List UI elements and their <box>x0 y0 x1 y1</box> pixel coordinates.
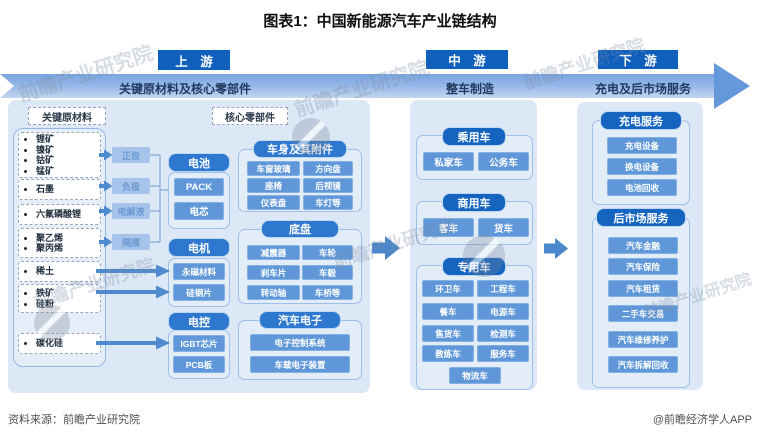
body-item: 车窗玻璃 <box>247 161 300 176</box>
arrow-upstream-to-midstream-icon <box>372 236 400 260</box>
motor-item-steel: 硅钢片 <box>173 284 225 301</box>
raw-group-iron-silicon: 铁矿 硅粉 <box>18 284 101 313</box>
special-item: 物流车 <box>449 367 501 384</box>
raw-item: 石墨 <box>36 184 100 195</box>
intermediate-box-separator: 隔膜 <box>112 234 150 250</box>
commercial-item: 货车 <box>478 218 529 237</box>
stage-chip-upstream: 上 游 <box>158 50 230 70</box>
battery-item-pack: PACK <box>174 178 224 196</box>
battery-header: 电池 <box>168 153 230 172</box>
raw-group-battery-ores: 锂矿 镍矿 钴矿 锰矿 <box>18 132 101 178</box>
charging-item: 充电设备 <box>607 137 677 154</box>
raw-group-graphite: 石墨 <box>18 179 101 200</box>
raw-group-sic: 碳化硅 <box>18 333 101 354</box>
raw-item: 锂矿 <box>36 134 100 145</box>
charging-item: 电池回收 <box>607 179 677 196</box>
chassis-item: 车桥等 <box>302 285 353 300</box>
econtrol-header: 电控 <box>168 312 230 331</box>
raw-item: 铁矿 <box>36 288 100 299</box>
econtrol-item-pcb: PCB板 <box>173 356 225 373</box>
special-item: 教练车 <box>422 345 474 362</box>
raw-item: 稀土 <box>36 266 100 277</box>
source-note: 资料来源：前瞻产业研究院 <box>8 414 140 426</box>
chassis-header: 底盘 <box>261 220 339 238</box>
raw-item-list: 锂矿 镍矿 钴矿 锰矿 <box>19 134 100 176</box>
core-components-label: 核心零部件 <box>212 107 288 125</box>
motor-header: 电机 <box>168 238 230 257</box>
raw-item: 硅粉 <box>36 299 100 310</box>
aftermarket-item: 汽车租赁 <box>608 280 678 297</box>
special-item: 检测车 <box>477 325 529 342</box>
econtrol-item-igbt: IGBT芯片 <box>173 335 225 352</box>
chassis-item: 车毂 <box>302 265 353 280</box>
passenger-item: 公务车 <box>478 152 529 171</box>
intermediate-box-electrolyte: 电解液 <box>112 203 150 219</box>
chassis-item: 刹车片 <box>247 265 300 280</box>
special-item: 电源车 <box>477 303 529 320</box>
special-item: 环卫车 <box>422 280 474 297</box>
commercial-header: 商用车 <box>442 193 506 212</box>
chassis-item: 转动轴 <box>247 285 300 300</box>
body-parts-header: 车身及其附件 <box>253 140 347 158</box>
band-label-midstream: 整车制造 <box>445 82 494 96</box>
body-item: 座椅 <box>247 178 300 193</box>
credit-note: @前瞻经济学人APP <box>652 414 752 426</box>
charging-header: 充电服务 <box>600 111 682 130</box>
band-label-upstream: 关键原材料及核心零部件 <box>118 82 251 96</box>
raw-item: 镍矿 <box>36 145 100 156</box>
electronics-item: 车载电子装置 <box>250 356 350 373</box>
flow-band <box>0 74 716 98</box>
band-label-downstream: 充电及后市场服务 <box>594 82 691 96</box>
raw-materials-label: 关键原材料 <box>28 107 106 125</box>
special-item: 餐车 <box>422 303 474 320</box>
stage-chip-midstream: 中 游 <box>426 50 508 69</box>
charging-item: 换电设备 <box>607 158 677 175</box>
aftermarket-item: 汽车维修养护 <box>608 331 678 348</box>
raw-item: 锰矿 <box>36 166 100 177</box>
intermediate-box-anode: 负极 <box>112 178 150 194</box>
raw-item: 碳化硅 <box>36 338 100 349</box>
commercial-item: 客车 <box>423 218 474 237</box>
special-item: 服务车 <box>477 345 529 362</box>
aftermarket-item: 二手车交易 <box>608 305 678 322</box>
chassis-item: 车轮 <box>302 245 353 260</box>
raw-group-polymers: 聚乙烯 聚丙烯 <box>18 228 101 258</box>
raw-item: 聚丙烯 <box>36 243 100 254</box>
body-item: 后视镜 <box>303 178 353 193</box>
raw-group-lipf6: 六氟磷酸锂 <box>18 204 101 225</box>
aftermarket-item: 汽车金融 <box>608 237 678 254</box>
special-header: 专用车 <box>442 257 506 276</box>
body-item: 方向盘 <box>303 161 353 176</box>
arrow-midstream-to-downstream-icon <box>544 238 568 259</box>
passenger-header: 乘用车 <box>442 127 506 146</box>
special-item: 售货车 <box>422 325 474 342</box>
stage-chip-downstream: 下 游 <box>598 50 678 69</box>
intermediate-box-cathode: 正极 <box>112 147 150 163</box>
aftermarket-item: 汽车保险 <box>608 258 678 275</box>
auto-electronics-header: 汽车电子 <box>259 311 341 329</box>
aftermarket-header: 后市场服务 <box>596 208 686 227</box>
passenger-item: 私家车 <box>423 152 474 171</box>
chassis-item: 减震器 <box>247 245 300 260</box>
aftermarket-item: 汽车拆解回收 <box>608 356 678 373</box>
page-title: 图表1：中国新能源汽车产业链结构 <box>263 13 497 30</box>
raw-group-rare-earth: 稀土 <box>18 261 101 282</box>
special-item: 工程车 <box>477 280 529 297</box>
band-arrowhead-icon <box>714 63 750 109</box>
body-item: 车灯等 <box>303 195 353 210</box>
electronics-item: 电子控制系统 <box>250 334 350 351</box>
raw-item: 钴矿 <box>36 155 100 166</box>
body-item: 仪表盘 <box>247 195 300 210</box>
raw-item: 聚乙烯 <box>36 233 100 244</box>
raw-item: 六氟磷酸锂 <box>36 209 100 220</box>
motor-item-magnet: 永磁材料 <box>173 263 225 280</box>
battery-item-cell: 电芯 <box>174 202 224 220</box>
